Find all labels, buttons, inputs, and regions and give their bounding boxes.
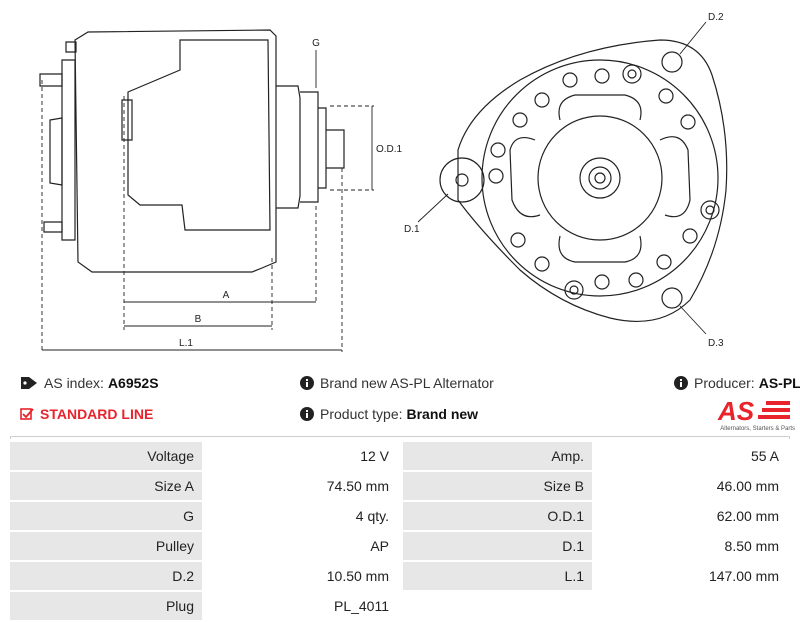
spec-table: Voltage 12 V Amp. 55 A Size A 74.50 mm S… <box>10 439 793 622</box>
label-d3: D.3 <box>708 338 724 349</box>
spec-label-empty <box>400 590 598 622</box>
brand-info: Brand new AS-PL Alternator <box>300 375 494 391</box>
spec-label: L.1 <box>400 560 598 592</box>
spec-value: 12 V <box>205 439 403 472</box>
side-view-dimensions <box>41 50 374 352</box>
label-g: G <box>312 38 320 49</box>
label-l1: L.1 <box>179 338 193 349</box>
product-type-value: Brand new <box>406 406 479 422</box>
spec-value: 74.50 mm <box>205 470 403 502</box>
spec-label: Voltage <box>10 439 208 472</box>
table-row: Size A 74.50 mm Size B 46.00 mm <box>10 470 793 502</box>
label-b: B <box>195 314 202 325</box>
logo-tagline: Alternators, Starters & Parts <box>720 426 795 432</box>
spec-value: PL_4011 <box>205 590 403 622</box>
drawing-labels: G O.D.1 A B L.1 D.1 D.2 D.3 <box>179 12 724 349</box>
as-index-value: A6952S <box>107 375 159 391</box>
table-row: Voltage 12 V Amp. 55 A <box>10 439 793 472</box>
spec-value: 46.00 mm <box>595 470 793 502</box>
label-d2: D.2 <box>708 12 724 23</box>
label-d1: D.1 <box>404 224 420 235</box>
spec-label: G <box>10 500 208 532</box>
producer-label: Producer: <box>694 375 755 391</box>
info-icon <box>300 407 314 421</box>
checkbox-icon <box>20 407 34 421</box>
as-index-label: AS index: <box>44 375 104 391</box>
table-row: G 4 qty. O.D.1 62.00 mm <box>10 500 793 532</box>
product-type-info: Product type: Brand new <box>300 406 478 422</box>
product-type-label: Product type: <box>320 406 403 422</box>
info-icon <box>674 376 688 390</box>
spec-label: D.1 <box>400 530 598 562</box>
as-pl-logo: AS Alternators, Starters & Parts <box>717 396 795 432</box>
spec-label: Size B <box>400 470 598 502</box>
spec-label: Pulley <box>10 530 208 562</box>
standard-line-label: STANDARD LINE <box>40 406 154 422</box>
spec-value: 62.00 mm <box>595 500 793 532</box>
alternator-technical-drawing: G O.D.1 A B L.1 D.1 D.2 D.3 <box>39 12 728 352</box>
alternator-front-view <box>417 21 728 335</box>
table-row: Plug PL_4011 <box>10 590 793 622</box>
logo-mark: AS <box>717 396 755 426</box>
spec-label: Plug <box>10 590 208 622</box>
standard-line-badge: STANDARD LINE <box>20 406 153 422</box>
spec-value: 8.50 mm <box>595 530 793 562</box>
label-od1: O.D.1 <box>376 144 403 155</box>
as-index-info: AS index: A6952S <box>20 375 159 391</box>
producer-value: AS-PL <box>758 375 800 391</box>
tag-icon <box>20 376 38 390</box>
info-icon <box>300 376 314 390</box>
spec-value: AP <box>205 530 403 562</box>
spec-label: D.2 <box>10 560 208 592</box>
spec-value: 10.50 mm <box>205 560 403 592</box>
table-row: D.2 10.50 mm L.1 147.00 mm <box>10 560 793 592</box>
spec-label: Amp. <box>400 439 598 472</box>
table-row: Pulley AP D.1 8.50 mm <box>10 530 793 562</box>
spec-value: 147.00 mm <box>595 560 793 592</box>
spec-label: Size A <box>10 470 208 502</box>
alternator-side-view <box>39 29 345 273</box>
brand-text: Brand new AS-PL Alternator <box>320 375 494 391</box>
spec-value: 55 A <box>595 439 793 472</box>
producer-info: Producer: AS-PL <box>674 375 800 391</box>
spec-value: 4 qty. <box>205 500 403 532</box>
spec-value-empty <box>595 590 793 622</box>
spec-label: O.D.1 <box>400 500 598 532</box>
label-a: A <box>223 290 230 301</box>
